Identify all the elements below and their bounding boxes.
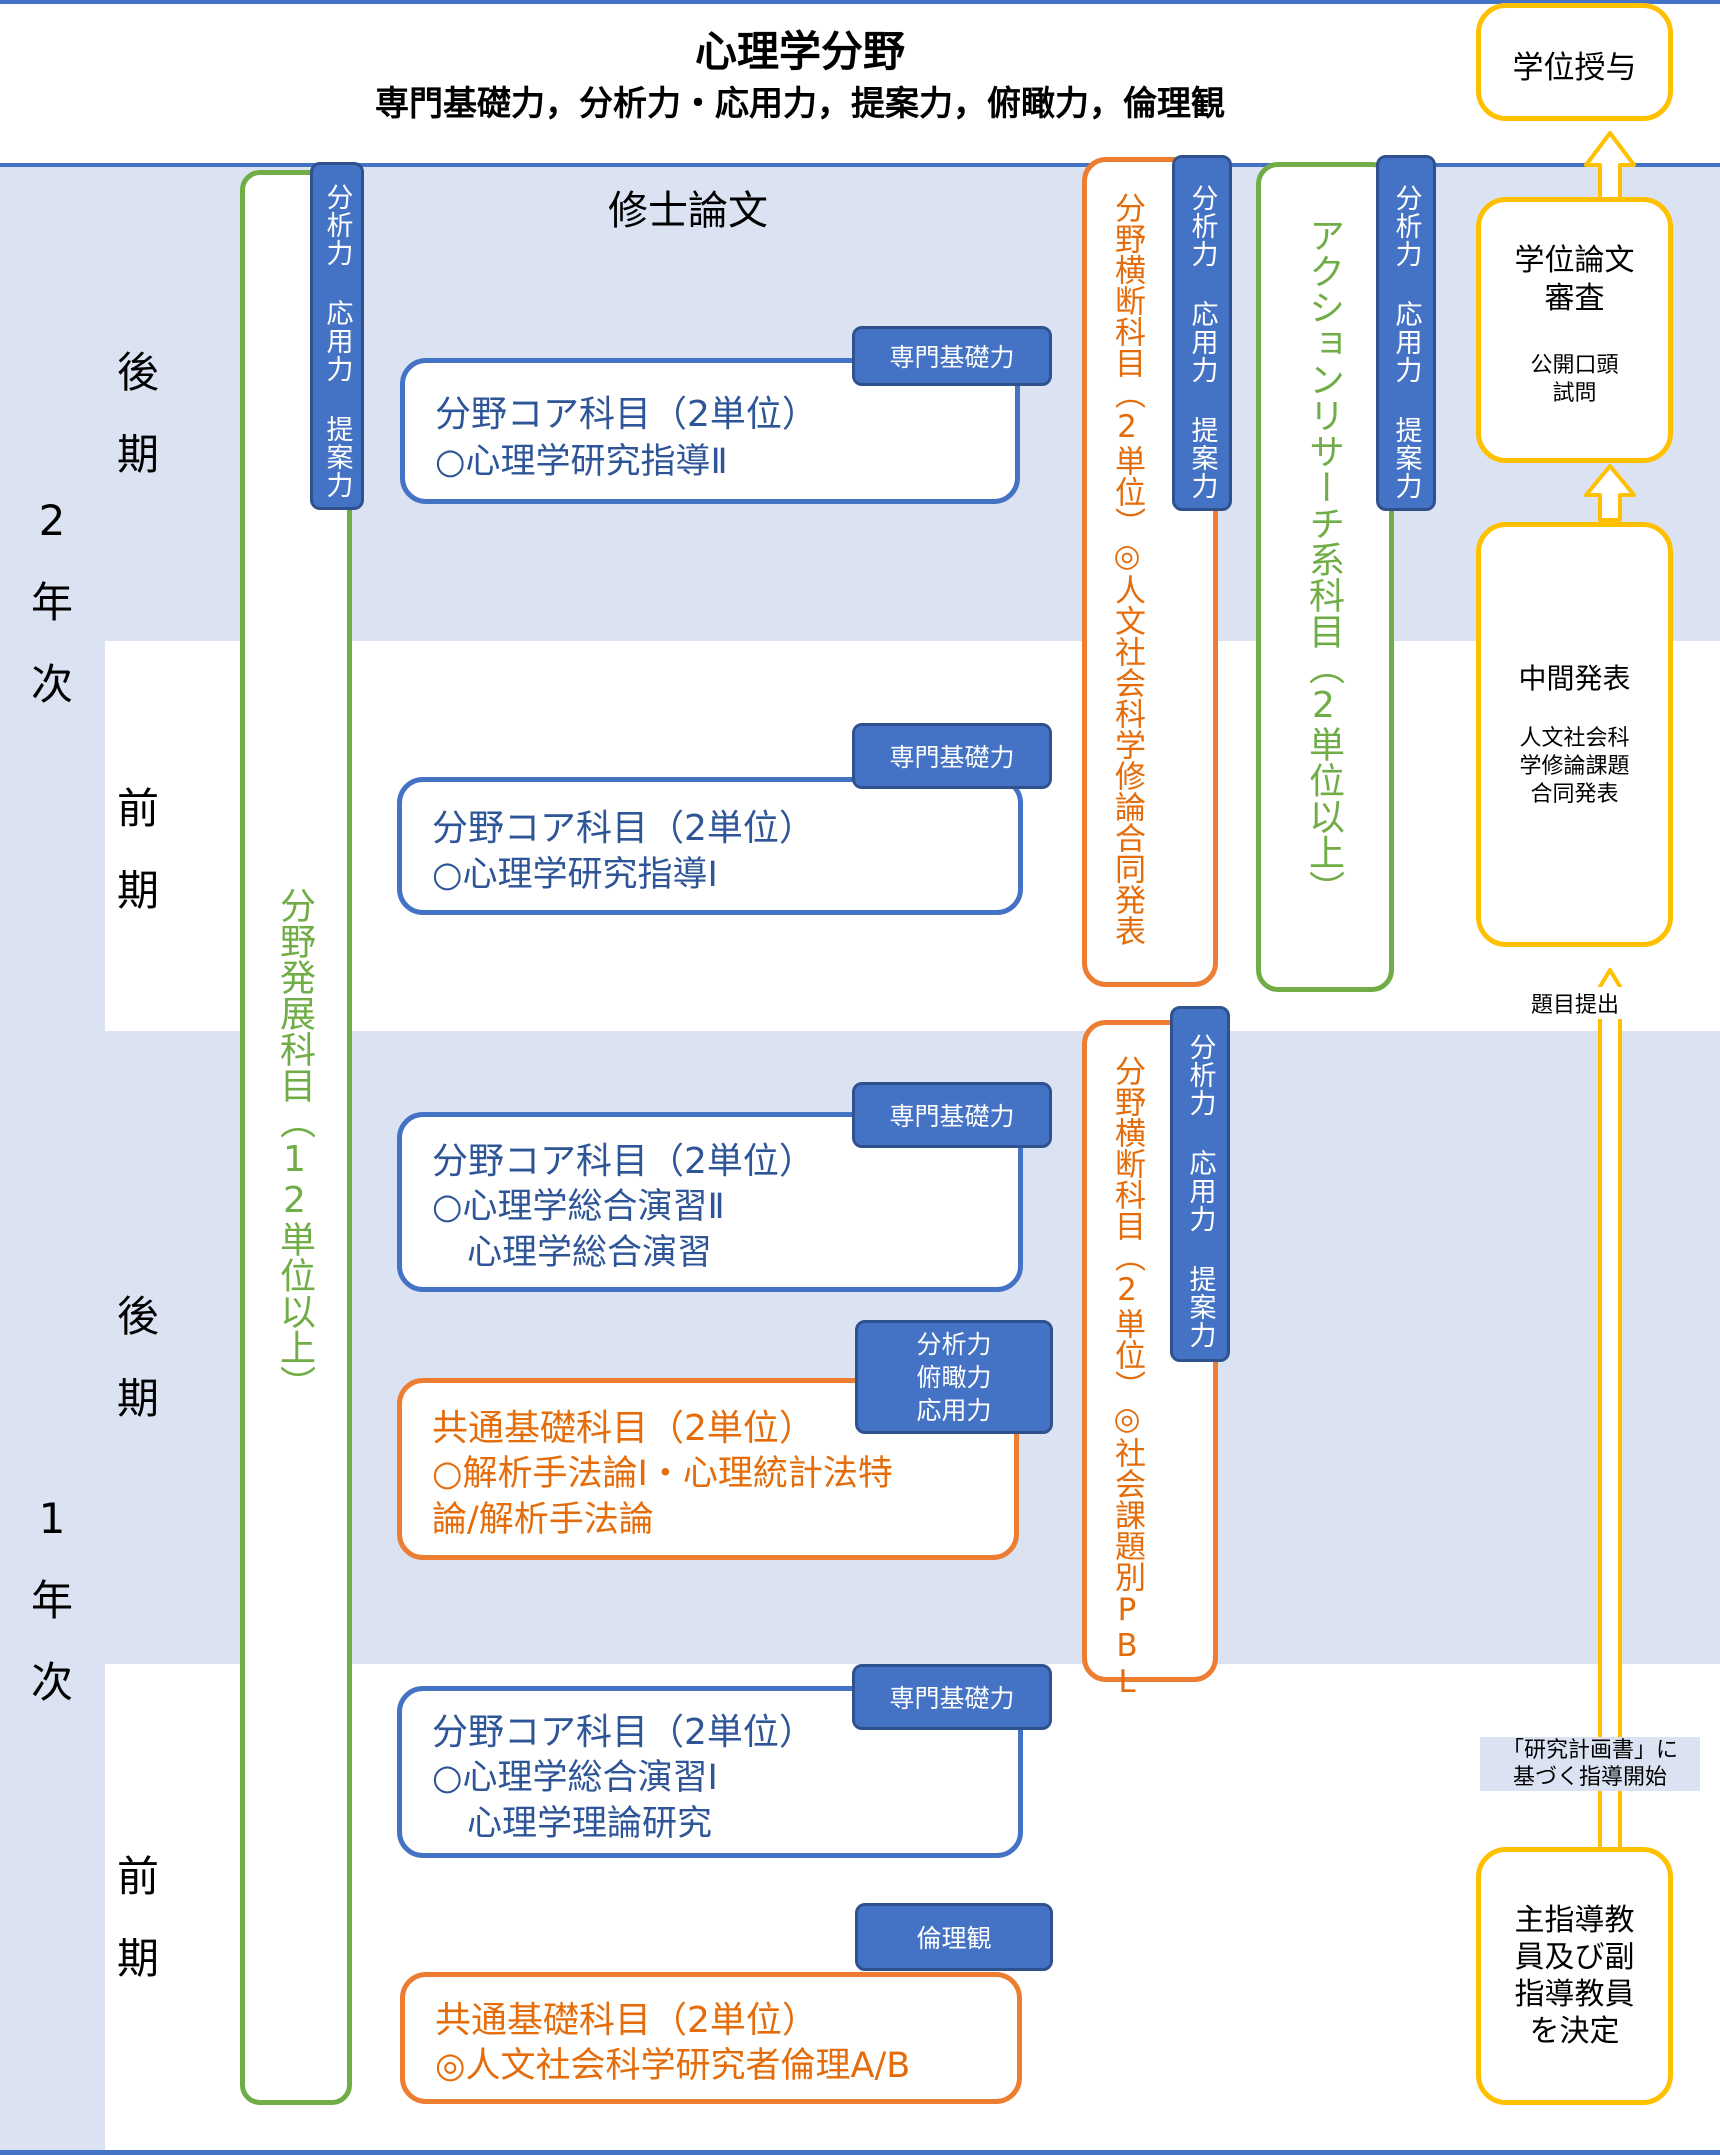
page-title: 心理学分野 (694, 27, 905, 76)
course-title: 分野コア科目（2単位） (432, 1712, 815, 1753)
year-label-char: 2 (38, 496, 66, 545)
core-course-card: 分野コア科目（2単位） ○心理学研究指導Ⅰ (397, 777, 1023, 915)
topic-submit-label: 題目提出 (1500, 987, 1650, 1019)
research-plan-line: 「研究計画書」に (1501, 1738, 1678, 1763)
midterm-title: 中間発表 (1518, 662, 1631, 695)
skill-badge-core: 専門基礎力 (852, 1082, 1052, 1148)
year-label-char: 次 (30, 1658, 73, 1707)
term-label-y2-late: 後 期 (108, 332, 168, 496)
thesis-review-sub-line: 公開口頭 (1530, 353, 1619, 378)
skill-badge-cross-field: 分析力 応用力 提案力 (1170, 1006, 1230, 1362)
course-item: 心理学総合演習 (432, 1233, 713, 1273)
degree-award-label: 学位授与 (1512, 50, 1637, 86)
arrow-up-icon (1584, 464, 1636, 522)
term-label-y1-early: 前 期 (108, 1836, 168, 2000)
header-divider-line (0, 163, 1720, 167)
bottom-border-line (0, 2150, 1720, 2155)
advisor-line: を決定 (1529, 2014, 1620, 2049)
skill-badge-text: 応用力 (916, 1395, 992, 1425)
skill-badge-text: 分析力 (916, 1329, 992, 1359)
thesis-review-sub-line: 試問 (1552, 381, 1597, 406)
skill-badge-text: 分析力 応用力 提案力 (1184, 1033, 1216, 1349)
field-development-box: 分野発展科目（12単位以上） (240, 170, 352, 2105)
skill-badge-cross-field: 分析力 応用力 提案力 (1172, 155, 1232, 511)
course-item: ○心理学研究指導Ⅱ (435, 442, 728, 482)
skill-badge-core: 専門基礎力 (852, 723, 1052, 789)
course-title: 分野コア科目（2単位） (432, 1141, 815, 1182)
cross-field-course-label: 分野横断科目（2単位）◎人文社会科学修論合同発表 (1109, 192, 1145, 946)
thesis-review-title-line: 学位論文 (1514, 243, 1635, 278)
skill-badge-core: 専門基礎力 (852, 1664, 1052, 1730)
skill-badge-common: 分析力 俯瞰力 応用力 (855, 1320, 1053, 1434)
action-research-box: アクションリサーチ系科目（2単位以上） (1256, 162, 1394, 992)
term-label-char: 期 (116, 866, 159, 915)
field-development-label: 分野発展科目（12単位以上） (274, 887, 315, 1401)
page-subtitle: 専門基礎力，分析力・応用力，提案力，俯瞰力，倫理観 (375, 84, 1225, 124)
research-plan-line: 基づく指導開始 (1512, 1765, 1667, 1790)
skill-badge-core: 専門基礎力 (852, 326, 1052, 386)
term-label-char: 後 (116, 1292, 159, 1341)
year-label-char: 1 (38, 1494, 66, 1543)
year-label-2: 2 年 次 (22, 480, 82, 726)
term-label-char: 前 (116, 784, 159, 833)
course-item: ○心理学研究指導Ⅰ (432, 855, 718, 895)
skill-badge-text: 分析力 応用力 提案力 (321, 183, 353, 499)
thesis-label: 修士論文 (608, 188, 768, 234)
thesis-review-box: 学位論文 審査 公開口頭 試問 (1476, 197, 1673, 463)
course-item: ◎人文社会科学研究者倫理A/B (435, 2046, 911, 2086)
term-label-char: 期 (116, 1934, 159, 1983)
year-label-1: 1 年 次 (22, 1478, 82, 1724)
course-title: 分野コア科目（2単位） (432, 808, 815, 849)
common-course-card: 共通基礎科目（2単位） ○解析手法論Ⅰ・心理統計法特 論/解析手法論 (397, 1378, 1019, 1560)
term-label-y2-early: 前 期 (108, 768, 168, 932)
arrow-up-icon (1584, 968, 1636, 1852)
research-plan-label: 「研究計画書」に 基づく指導開始 (1480, 1737, 1700, 1791)
common-course-card: 共通基礎科目（2単位） ◎人文社会科学研究者倫理A/B (400, 1972, 1022, 2104)
advisor-line: 指導教員 (1514, 1977, 1635, 2012)
course-item: ○心理学総合演習Ⅱ (432, 1187, 725, 1227)
cross-field-course-label: 分野横断科目（2単位）◎社会課題別PBL (1109, 1055, 1145, 1700)
midterm-subtitle: 人文社会科 学修論課題 合同発表 (1481, 725, 1668, 809)
thesis-review-title: 学位論文 審査 (1481, 242, 1668, 318)
term-label-y1-late: 後 期 (108, 1276, 168, 1440)
advisor-decision-label: 主指導教 員及び副 指導教員 を決定 (1481, 1902, 1668, 2050)
year-label-char: 年 (30, 578, 73, 627)
midterm-presentation-box: 中間発表 人文社会科 学修論課題 合同発表 (1476, 522, 1673, 947)
advisor-decision-box: 主指導教 員及び副 指導教員 を決定 (1476, 1847, 1673, 2105)
skill-badge-action-research: 分析力 応用力 提案力 (1376, 155, 1436, 511)
term-label-char: 後 (116, 348, 159, 397)
course-item: 論/解析手法論 (432, 1500, 654, 1540)
course-item: ○解析手法論Ⅰ・心理統計法特 (432, 1454, 893, 1494)
course-title: 分野コア科目（2単位） (435, 394, 818, 435)
year-label-char: 年 (30, 1576, 73, 1625)
degree-award-box: 学位授与 (1476, 3, 1673, 121)
skill-badge-text: 分析力 応用力 提案力 (1186, 184, 1218, 500)
term-label-char: 期 (116, 1374, 159, 1423)
midterm-sub-line: 合同発表 (1530, 782, 1619, 807)
action-research-label: アクションリサーチ系科目（2単位以上） (1303, 217, 1344, 906)
midterm-sub-line: 人文社会科 (1519, 726, 1630, 751)
top-border-line (0, 0, 1720, 4)
term-label-char: 前 (116, 1852, 159, 1901)
arrow-up-icon (1584, 131, 1636, 202)
course-title: 共通基礎科目（2単位） (432, 1408, 815, 1449)
thesis-review-subtitle: 公開口頭 試問 (1481, 352, 1668, 408)
skill-badge-text: 分析力 応用力 提案力 (1390, 184, 1422, 500)
skill-badge-text: 俯瞰力 (916, 1362, 992, 1392)
skill-badge-common: 倫理観 (855, 1903, 1053, 1971)
advisor-line: 主指導教 (1514, 1903, 1635, 1938)
skill-badge-field-development: 分析力 応用力 提案力 (310, 162, 364, 510)
advisor-line: 員及び副 (1514, 1940, 1635, 1975)
thesis-review-title-line: 審査 (1544, 281, 1605, 316)
course-item: 心理学理論研究 (432, 1804, 713, 1844)
midterm-sub-line: 学修論課題 (1519, 754, 1630, 779)
term-label-char: 期 (116, 430, 159, 479)
course-title: 共通基礎科目（2単位） (435, 2000, 818, 2041)
course-item: ○心理学総合演習Ⅰ (432, 1758, 718, 1798)
year-label-char: 次 (30, 660, 73, 709)
